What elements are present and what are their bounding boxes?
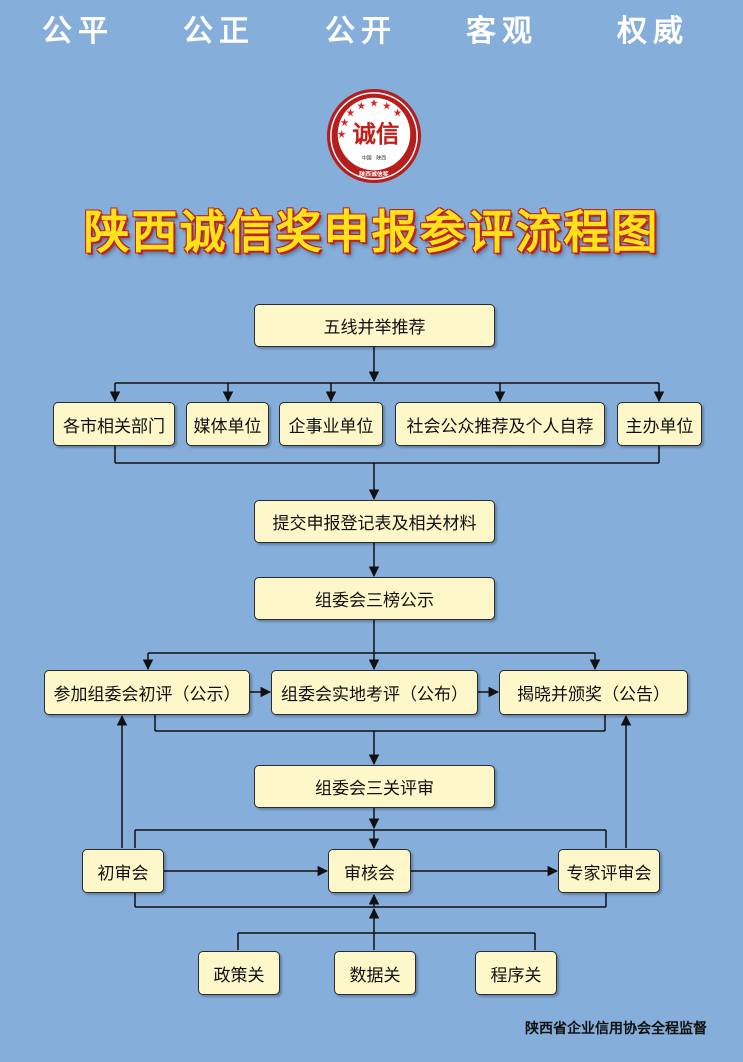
- node-enterprises: 企事业单位: [279, 402, 383, 446]
- node-award-ceremony: 揭晓并颁奖（公告）: [499, 670, 688, 715]
- integrity-seal-logo: 诚信 中国 · 陕西 陕西诚信奖: [326, 88, 422, 184]
- node-three-checks-review: 组委会三关评审: [254, 765, 495, 808]
- page-title: 陕西诚信奖申报参评流程图: [83, 205, 660, 259]
- node-organizer: 主办单位: [617, 402, 702, 446]
- slogan-open: 公开: [325, 14, 397, 49]
- node-initial-review: 参加组委会初评（公示）: [44, 670, 250, 715]
- footer-supervision-note: 陕西省企业信用协会全程监督: [525, 1021, 707, 1037]
- seal-text: 诚信: [352, 120, 399, 148]
- node-five-line-recommendation: 五线并举推荐: [254, 304, 495, 347]
- slogan-just: 公正: [183, 14, 255, 49]
- node-site-review: 组委会实地考评（公布）: [271, 670, 478, 715]
- node-submit-materials: 提交申报登记表及相关材料: [254, 500, 495, 543]
- node-preliminary-meeting: 初审会: [82, 849, 164, 893]
- node-city-departments: 各市相关部门: [53, 402, 175, 446]
- slogan-objective: 客观: [466, 14, 538, 49]
- seal-small-text: 中国 · 陕西: [362, 155, 386, 162]
- slogan-bar: 公平 公正 公开 客观 权威: [0, 0, 743, 50]
- node-audit-meeting: 审核会: [328, 849, 411, 893]
- seal-bottom-text: 陕西诚信奖: [359, 170, 389, 178]
- node-procedure-check: 程序关: [475, 951, 557, 995]
- node-public-recommendation: 社会公众推荐及个人自荐: [395, 402, 605, 446]
- node-expert-meeting: 专家评审会: [558, 849, 660, 893]
- node-three-lists-publicity: 组委会三榜公示: [254, 577, 495, 620]
- slogan-fair: 公平: [42, 14, 114, 49]
- node-media-units: 媒体单位: [186, 402, 269, 446]
- slogan-authority: 权威: [617, 14, 689, 49]
- node-data-check: 数据关: [334, 951, 416, 995]
- node-policy-check: 政策关: [198, 951, 280, 995]
